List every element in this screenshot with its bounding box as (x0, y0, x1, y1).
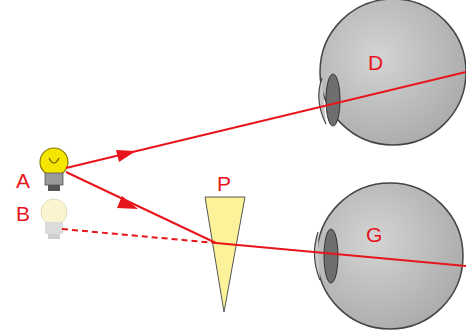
image-label: B (16, 203, 30, 224)
eye-top (319, 0, 466, 145)
eye-bottom (314, 183, 463, 329)
prism-label: P (217, 173, 231, 194)
bulb-source (40, 148, 68, 191)
prism (205, 197, 245, 312)
source-label: A (16, 170, 30, 191)
bulb-image (41, 199, 67, 239)
eye-label: D (368, 52, 383, 73)
light-rays (62, 72, 466, 266)
eye-label: G (366, 224, 382, 245)
arrowhead (117, 196, 138, 209)
arrowhead (116, 150, 136, 162)
